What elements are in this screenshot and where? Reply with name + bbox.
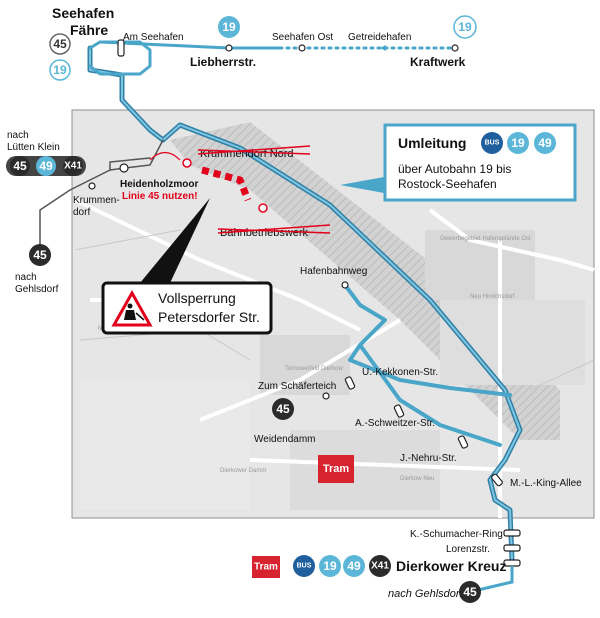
line-badge-19-right[interactable]: 19: [453, 15, 477, 39]
stop-marker-j-nehru[interactable]: [457, 435, 469, 449]
stop-marker-heidenholzmoor[interactable]: [119, 163, 129, 173]
svg-text:BUS: BUS: [297, 563, 312, 570]
stop-label-k-schumacher: K.-Schumacher-Ring: [410, 529, 503, 540]
detour-text-line2: Rostock-Seehafen: [398, 177, 497, 191]
stop-label-hafenbahnweg: Hafenbahnweg: [300, 266, 367, 277]
krummendorf-line2: dorf: [73, 207, 90, 218]
linie45-note: Linie 45 nutzen!: [122, 191, 198, 202]
bottom-line-49[interactable]: 49: [343, 555, 365, 577]
svg-text:49: 49: [347, 559, 361, 573]
road-works-icon: [111, 289, 153, 327]
stop-label-j-nehru: J.-Nehru-Str.: [400, 453, 457, 464]
luetten-klein-lines[interactable]: 45 49 X41: [6, 156, 86, 176]
svg-text:45: 45: [463, 585, 477, 599]
weidendamm-line-badge[interactable]: 45: [272, 398, 294, 420]
stop-marker-am-seehafen[interactable]: [117, 39, 125, 57]
svg-text:Tram: Tram: [254, 562, 278, 573]
stop-label-kraftwerk: Kraftwerk: [410, 55, 466, 69]
detour-box: Umleitung BUS 19 49 über Autobahn 19 bis…: [340, 123, 577, 202]
stop-label-am-seehafen: Am Seehafen: [123, 32, 184, 43]
stop-label-weidendamm: Weidendamm: [254, 434, 316, 445]
stop-marker-hafenbahnweg[interactable]: [341, 281, 349, 289]
svg-text:19: 19: [53, 63, 67, 77]
svg-text:19: 19: [323, 559, 337, 573]
bottom-bus-badge[interactable]: BUS: [293, 555, 315, 577]
closure-line1: Vollsperrung: [158, 290, 236, 306]
bottom-gehlsdorf-badge[interactable]: 45: [459, 581, 481, 603]
stop-label-seehafen-ost: Seehafen Ost: [272, 32, 333, 43]
svg-text:49: 49: [538, 136, 552, 150]
detour-title: Umleitung: [398, 135, 466, 151]
stop-label-lorenzstr: Lorenzstr.: [446, 544, 490, 555]
stop-marker-seehafen-ost[interactable]: [298, 44, 306, 52]
stop-marker-lorenzstr[interactable]: [503, 544, 521, 552]
svg-text:Tram: Tram: [323, 463, 350, 475]
bg-label-gewerbegebiet: Gewerbegebiet Hafengelände Ost: [440, 236, 531, 242]
stop-label-a-schweitzer: A.-Schweitzer-Str.: [355, 418, 435, 429]
stop-markers: [88, 39, 521, 567]
stop-label-liebherrstr: Liebherrstr.: [190, 55, 256, 69]
svg-text:BUS: BUS: [485, 140, 500, 147]
stop-marker-zum-schaeferteich[interactable]: [322, 392, 330, 400]
stop-marker-kraftwerk[interactable]: [451, 44, 459, 52]
bottom-tram-badge[interactable]: Tram: [252, 556, 280, 578]
stop-marker-k-schumacher[interactable]: [503, 529, 521, 537]
bg-label-dierkower-damm: Dierkower Damm: [220, 468, 266, 474]
stop-label-getreidehafen: Getreidehafen: [348, 32, 411, 43]
stop-marker-krummendorf[interactable]: [88, 182, 96, 190]
bg-label-dierkow-neu: Dierkow Neu: [400, 476, 434, 482]
stop-marker-u-kekkonen[interactable]: [344, 376, 356, 390]
origin-line-badge-19[interactable]: 19: [49, 59, 71, 81]
closure-line2: Petersdorfer Str.: [158, 309, 260, 325]
svg-text:X41: X41: [64, 161, 82, 172]
svg-text:45: 45: [13, 159, 27, 173]
bg-label-tornowerfeld: Tornowerfeld Dierkow: [285, 366, 343, 372]
origin-line-badge-45[interactable]: 45: [49, 33, 71, 55]
origin-name-line1: Seehafen: [52, 5, 114, 21]
closure-markers: [149, 151, 268, 213]
svg-text:X41: X41: [371, 561, 389, 572]
stop-label-u-kekkonen: U.-Kekkonen-Str.: [362, 367, 438, 378]
svg-text:45: 45: [276, 402, 290, 416]
bottom-line-x41[interactable]: X41: [369, 555, 391, 577]
road-closure-stripes: [201, 166, 252, 202]
bus-route: [39, 40, 523, 563]
closure-box: Vollsperrung Petersdorfer Str.: [101, 198, 273, 335]
svg-text:19: 19: [222, 20, 236, 34]
gehlsdorf-line2: Gehlsdorf: [15, 284, 59, 295]
stop-marker-liebherrstr[interactable]: [225, 44, 233, 52]
tram-marker: Tram: [318, 455, 354, 483]
stop-label-ml-king: M.-L.-King-Allee: [510, 478, 582, 489]
luetten-klein-line2: Lütten Klein: [7, 142, 60, 153]
krummendorf-line1: Krummen-: [73, 195, 120, 206]
detour-bus-badge: BUS: [481, 132, 503, 154]
line-badge-19-mid[interactable]: 19: [218, 16, 240, 38]
bottom-line-19[interactable]: 19: [319, 555, 341, 577]
origin-name-line2: Fähre: [70, 22, 108, 38]
direction-arrow-icon: [380, 45, 386, 51]
luetten-klein-line1: nach: [7, 130, 29, 141]
detour-line-19: 19: [507, 132, 529, 154]
hub-name: Dierkower Kreuz: [396, 558, 506, 574]
stop-label-heidenholzmoor: Heidenholzmoor: [120, 179, 198, 190]
svg-text:19: 19: [458, 20, 472, 34]
detour-text-line1: über Autobahn 19 bis: [398, 162, 511, 176]
gehlsdorf-line-badge[interactable]: 45: [29, 244, 51, 266]
svg-text:45: 45: [33, 248, 47, 262]
svg-text:19: 19: [511, 136, 525, 150]
stop-marker-ml-king[interactable]: [491, 473, 503, 487]
gehlsdorf-line1: nach: [15, 272, 37, 283]
stop-marker-a-schweitzer[interactable]: [393, 404, 405, 418]
svg-text:49: 49: [39, 159, 53, 173]
stop-label-zum-schaeferteich: Zum Schäferteich: [258, 381, 336, 392]
detour-line-49: 49: [534, 132, 556, 154]
svg-text:45: 45: [53, 37, 67, 51]
to-gehlsdorf-bottom: nach Gehlsdorf: [388, 588, 464, 600]
bg-label-neu-hinrichsdorf: Neu Hinrichsdorf: [470, 294, 515, 300]
